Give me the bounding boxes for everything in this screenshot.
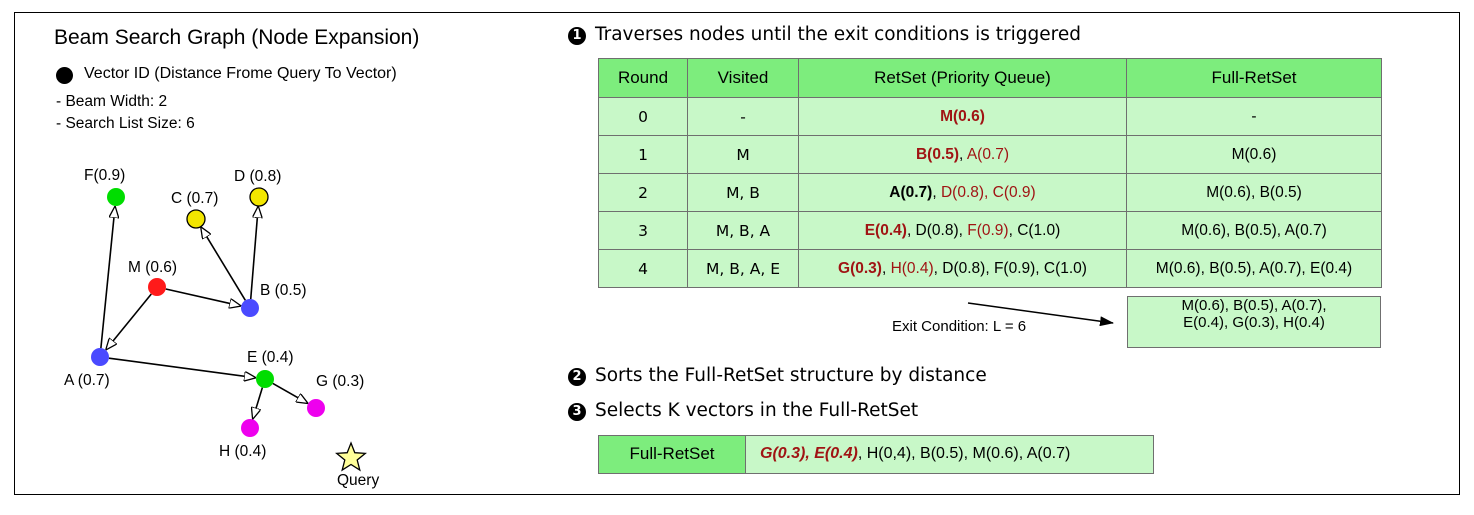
node-label-B: B (0.5) xyxy=(260,282,307,299)
node-D xyxy=(249,187,269,207)
query-label: Query xyxy=(337,472,379,489)
node-label-G: G (0.3) xyxy=(316,373,364,390)
graph-title: Beam Search Graph (Node Expansion) xyxy=(54,26,420,49)
node-label-M: M (0.6) xyxy=(128,259,177,276)
edge-A-F xyxy=(100,207,115,349)
edge-B-C xyxy=(201,228,247,301)
node-label-F: F(0.9) xyxy=(84,167,125,184)
node-C xyxy=(186,209,206,229)
search-list-size-label: - Search List Size: 6 xyxy=(56,115,195,132)
legend-text: Vector ID (Distance Frome Query To Vecto… xyxy=(84,65,397,82)
legend-node-icon xyxy=(56,67,73,84)
node-label-E: E (0.4) xyxy=(247,349,294,366)
figure-frame xyxy=(14,12,1460,495)
node-A xyxy=(91,348,109,366)
node-label-A: A (0.7) xyxy=(64,372,110,389)
node-label-H: H (0.4) xyxy=(219,443,266,460)
edge-E-G xyxy=(272,382,307,403)
node-G xyxy=(307,399,325,417)
query-star-icon xyxy=(335,441,367,472)
node-B xyxy=(241,299,259,317)
graph-nodes: F(0.9) C (0.7) D (0.8) M (0.6) B (0.5) A (0.7… xyxy=(64,167,364,460)
edge-B-D xyxy=(249,207,258,300)
graph-panel: Beam Search Graph (Node Expansion) Vecto… xyxy=(0,0,560,515)
node-label-C: C (0.7) xyxy=(171,190,218,207)
node-F xyxy=(107,188,125,206)
edge-A-E xyxy=(108,357,255,377)
graph-edges xyxy=(100,207,307,419)
node-E xyxy=(256,370,274,388)
node-label-D: D (0.8) xyxy=(234,168,281,185)
edge-M-A xyxy=(106,293,152,349)
beam-search-graph: F(0.9) C (0.7) D (0.8) M (0.6) B (0.5) A (0.7… xyxy=(64,167,379,489)
beam-width-label: - Beam Width: 2 xyxy=(56,93,168,110)
edge-E-H xyxy=(253,387,264,419)
node-H xyxy=(241,419,259,437)
edge-M-B xyxy=(165,288,240,306)
node-M xyxy=(148,278,166,296)
